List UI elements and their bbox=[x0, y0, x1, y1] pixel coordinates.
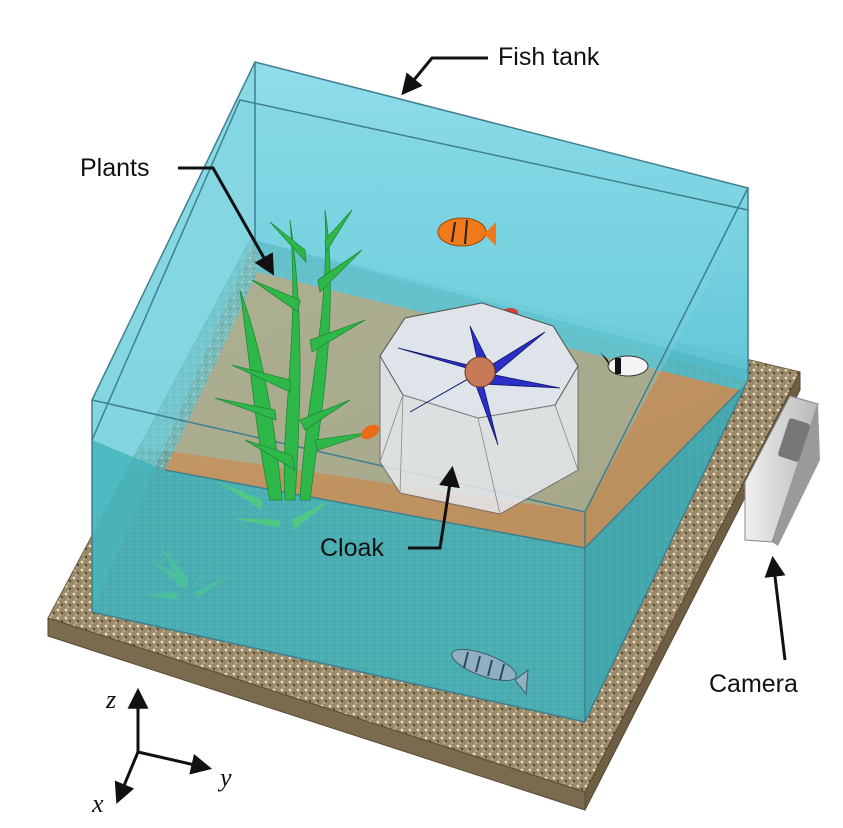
axis-arrows bbox=[114, 687, 213, 804]
axis-x-label: x bbox=[91, 789, 104, 818]
label-pointers bbox=[178, 56, 787, 661]
fish-tank-label: Fish tank bbox=[498, 43, 600, 71]
plants-label: Plants bbox=[80, 154, 149, 182]
axis-z-label: z bbox=[105, 685, 116, 714]
axis-y-label: y bbox=[217, 763, 232, 792]
plant-icon bbox=[145, 209, 373, 600]
cloak-icon bbox=[379, 302, 579, 515]
cloak-label: Cloak bbox=[320, 534, 384, 562]
camera-icon bbox=[744, 395, 820, 546]
camera-label: Camera bbox=[709, 670, 798, 698]
